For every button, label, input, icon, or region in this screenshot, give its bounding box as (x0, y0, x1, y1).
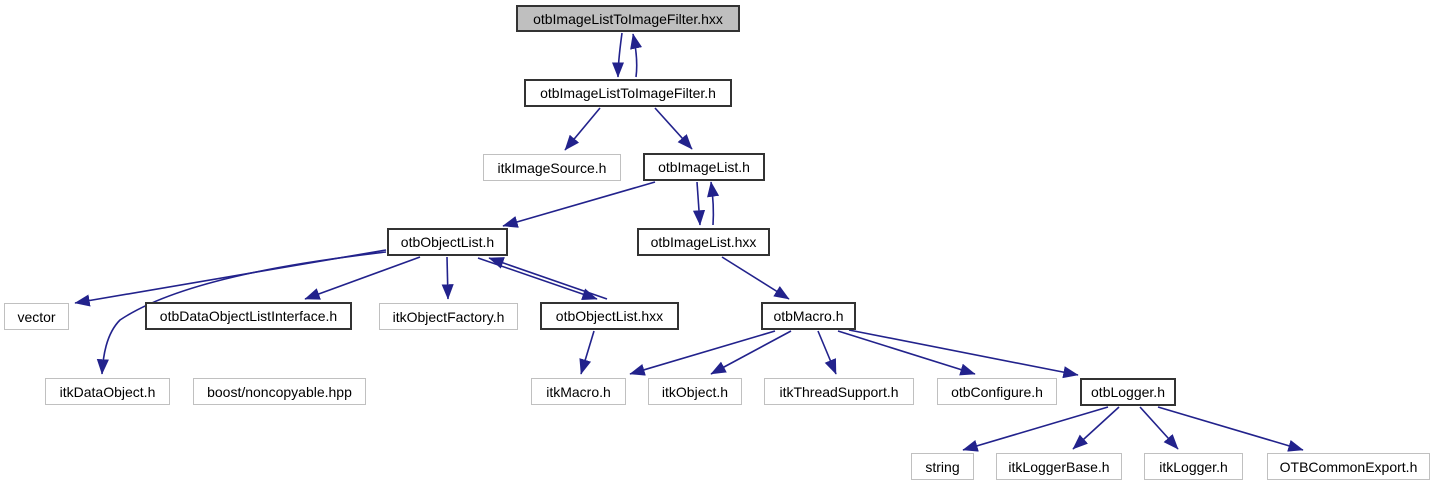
graph-node-itkdataobject-h[interactable]: itkDataObject.h (45, 378, 170, 405)
graph-node-label: itkLogger.h (1159, 458, 1228, 475)
graph-edge (477, 257, 598, 300)
graph-node-itkimagesource-h[interactable]: itkImageSource.h (483, 154, 621, 181)
graph-edge (611, 32, 625, 78)
graph-node-string[interactable]: string (911, 453, 974, 480)
graph-edge (488, 257, 608, 300)
graph-node-otbimagelisttoimagefilter-h[interactable]: otbImageListToImageFilter.h (524, 79, 732, 107)
graph-edge (654, 107, 693, 150)
graph-node-label: otbMacro.h (773, 308, 844, 324)
graph-node-label: itkLoggerBase.h (1008, 458, 1110, 475)
graph-edge (1157, 406, 1304, 452)
graph-node-otblogger-h[interactable]: otbLogger.h (1080, 378, 1176, 406)
graph-node-otbimagelist-h[interactable]: otbImageList.h (643, 153, 765, 181)
graph-edge (848, 329, 1079, 379)
graph-node-label: otbDataObjectListInterface.h (159, 308, 338, 324)
graph-node-label: OTBCommonExport.h (1279, 458, 1418, 475)
graph-node-otbimagelist-hxx[interactable]: otbImageList.hxx (637, 228, 770, 256)
graph-node-itkthreadsupport-h[interactable]: itkThreadSupport.h (764, 378, 914, 405)
graph-node-label: itkMacro.h (546, 383, 611, 400)
edge-group (74, 32, 1304, 452)
graph-node-label: itkObjectFactory.h (392, 308, 505, 325)
graph-edge (1072, 406, 1120, 450)
graph-edge (441, 256, 454, 300)
graph-node-label: itkObject.h (661, 383, 729, 400)
graph-node-otbobjectlist-h[interactable]: otbObjectList.h (387, 228, 508, 256)
graph-node-label: itkDataObject.h (59, 383, 156, 400)
graph-node-label: otbLogger.h (1091, 384, 1165, 400)
graph-node-label: itkThreadSupport.h (779, 383, 899, 400)
graph-edge (564, 107, 601, 151)
graph-node-otbmacro-h[interactable]: otbMacro.h (761, 302, 856, 330)
graph-edge (692, 181, 706, 226)
graph-edge (96, 251, 387, 375)
graph-node-label: string (925, 458, 960, 475)
graph-node-label: otbConfigure.h (951, 383, 1043, 400)
graph-edge (629, 330, 776, 376)
graph-node-label: otbImageListToImageFilter.hxx (533, 10, 723, 27)
graph-edge (630, 33, 643, 78)
graph-node-label: boost/noncopyable.hpp (207, 383, 352, 400)
graph-node-label: otbObjectList.h (400, 234, 495, 250)
graph-node-label: otbImageList.h (658, 159, 750, 175)
graph-edge (817, 330, 837, 375)
graph-node-itkloggerbase-h[interactable]: itkLoggerBase.h (996, 453, 1122, 480)
graph-node-vector[interactable]: vector (4, 303, 69, 330)
graph-node-label: otbObjectList.hxx (555, 308, 664, 324)
graph-node-otbconfigure-h[interactable]: otbConfigure.h (937, 378, 1057, 405)
graph-node-otbobjectlist-hxx[interactable]: otbObjectList.hxx (540, 302, 679, 330)
graph-edge (721, 256, 790, 300)
graph-node-itkobjectfactory-h[interactable]: itkObjectFactory.h (379, 303, 518, 330)
graph-node-label: itkImageSource.h (497, 159, 607, 176)
graph-node-itkmacro-h[interactable]: itkMacro.h (531, 378, 626, 405)
graph-edge (962, 406, 1109, 452)
graph-node-boost-noncopyable-hpp[interactable]: boost/noncopyable.hpp (193, 378, 366, 405)
graph-edge (707, 181, 720, 226)
graph-node-label: vector (17, 308, 56, 325)
graph-edge (502, 181, 656, 228)
graph-node-label: otbImageListToImageFilter.h (540, 85, 716, 101)
graph-node-otbcommonexport-h[interactable]: OTBCommonExport.h (1267, 453, 1430, 480)
graph-edge (579, 330, 595, 375)
graph-node-otbdataobjectlistinterface-h[interactable]: otbDataObjectListInterface.h (145, 302, 352, 330)
graph-node-itklogger-h[interactable]: itkLogger.h (1144, 453, 1243, 480)
graph-node-label: otbImageList.hxx (650, 234, 757, 250)
graph-node-otbimagelisttoimagefilter-hxx[interactable]: otbImageListToImageFilter.hxx (516, 5, 740, 32)
graph-node-itkobject-h[interactable]: itkObject.h (648, 378, 742, 405)
graph-edge (1139, 406, 1179, 450)
graph-edge (710, 330, 792, 375)
graph-edge (837, 330, 976, 376)
graph-edge (304, 256, 421, 300)
